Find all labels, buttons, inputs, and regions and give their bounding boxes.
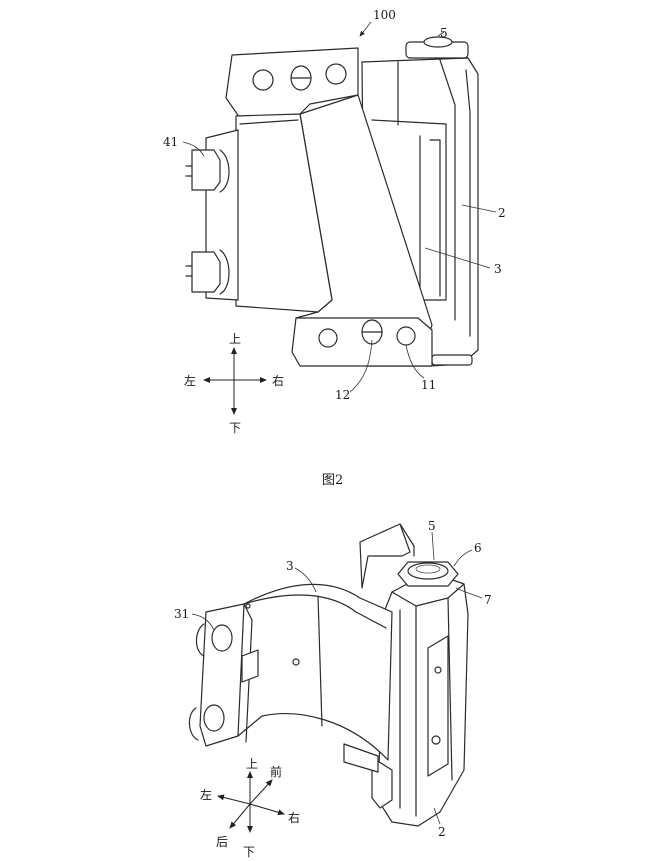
direction-left-label: 左 — [184, 373, 196, 388]
figure-3-direction-indicator — [217, 771, 285, 833]
part-label-3: 3 — [494, 262, 502, 276]
fig3-direction-up-label: 上 — [246, 757, 258, 771]
figure-caption: 图2 — [322, 473, 343, 488]
figure-3-leaders — [191, 531, 483, 825]
fig3-direction-right-label: 右 — [288, 810, 300, 825]
figure-2-leaders — [182, 21, 497, 393]
part-label-11: 11 — [421, 378, 436, 392]
fig3-part-label-6: 6 — [474, 541, 482, 555]
fig3-part-label-7: 7 — [484, 593, 492, 607]
ref-label-100: 100 — [373, 8, 396, 22]
figure-3-hinge-isometric-view — [188, 523, 469, 827]
direction-down-label: 下 — [229, 421, 241, 435]
direction-up-label: 上 — [229, 332, 241, 346]
fig3-direction-front-label: 前 — [270, 764, 282, 779]
part-label-5: 5 — [440, 26, 448, 40]
part-label-2: 2 — [498, 206, 506, 220]
part-label-41: 41 — [163, 135, 178, 149]
figure-2-direction-indicator — [203, 347, 267, 415]
fig3-part-label-3: 3 — [286, 559, 294, 573]
fig3-part-label-2: 2 — [438, 825, 446, 839]
figure-2-hinge-front-view — [185, 36, 479, 367]
fig3-direction-left-label: 左 — [200, 787, 212, 802]
part-label-12: 12 — [335, 388, 350, 402]
fig3-direction-down-label: 下 — [243, 845, 255, 859]
fig3-part-label-31: 31 — [174, 607, 189, 621]
fig3-part-label-5: 5 — [428, 519, 436, 533]
fig3-direction-back-label: 后 — [216, 835, 228, 849]
direction-right-label: 右 — [272, 373, 284, 388]
